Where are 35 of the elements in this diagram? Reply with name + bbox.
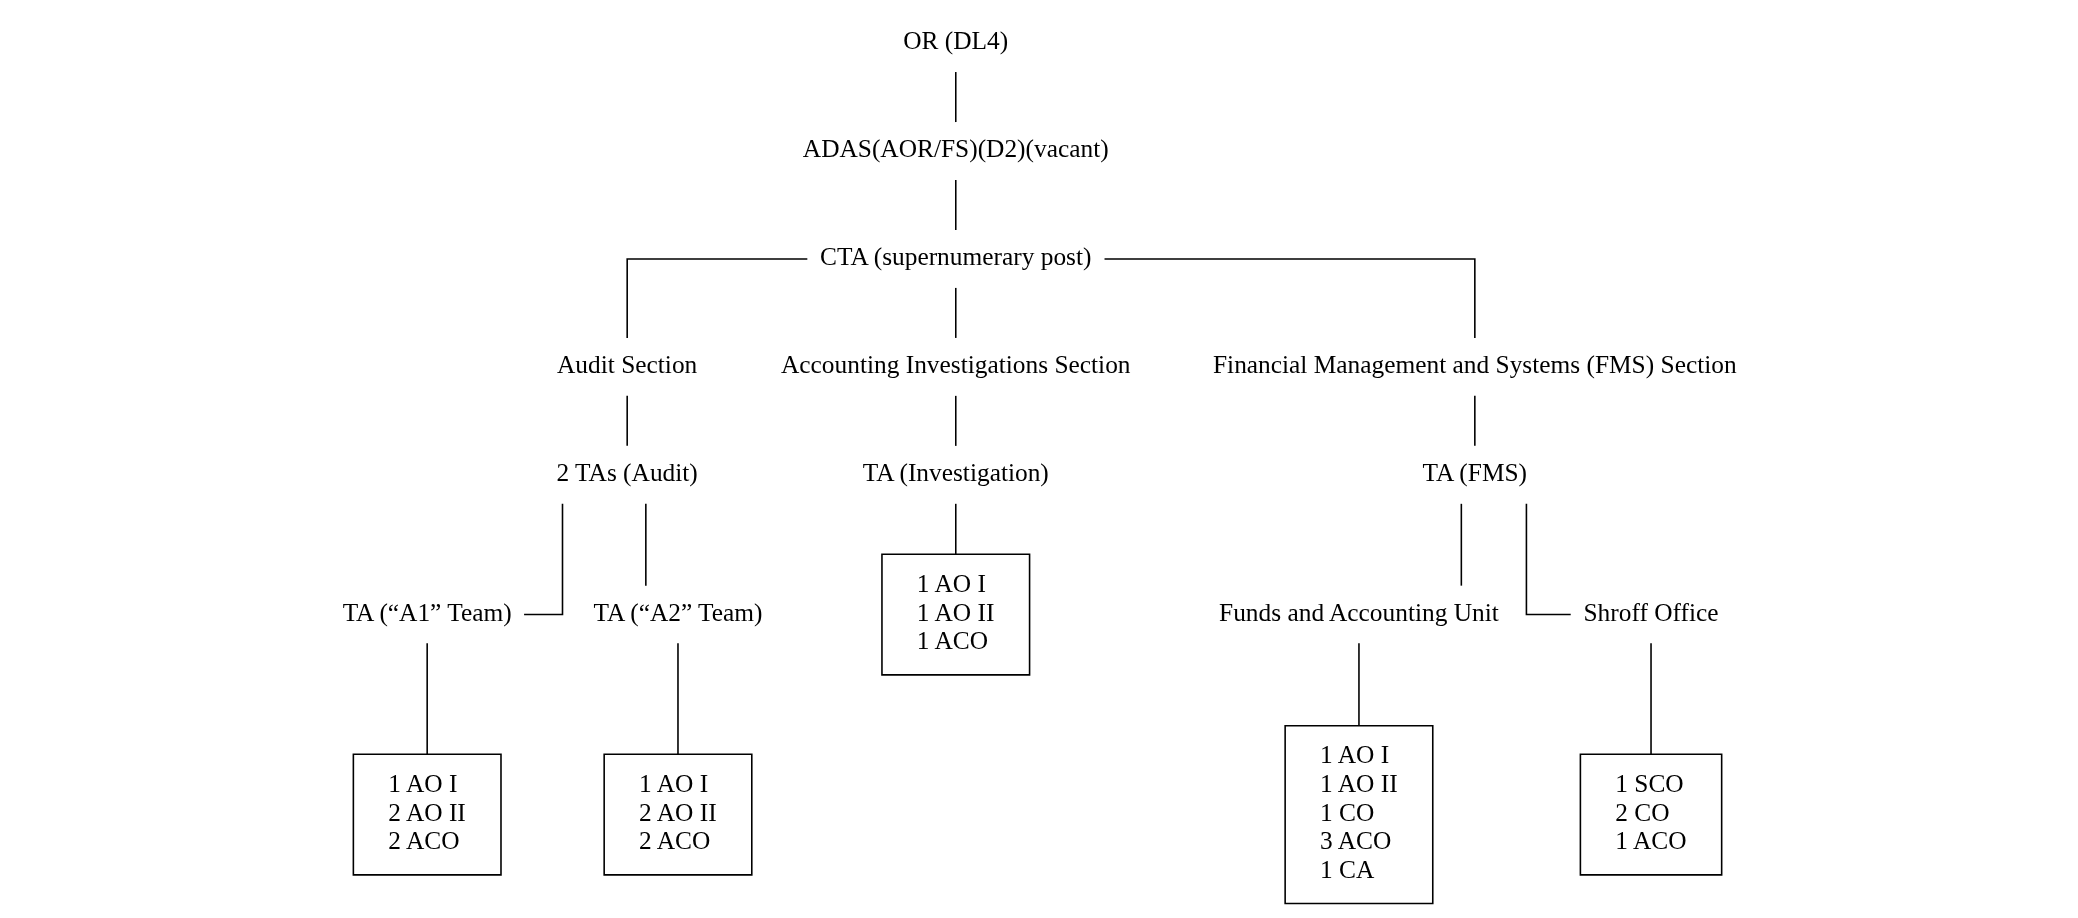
connector xyxy=(954,179,957,231)
node-text: TA (“A2” Team) xyxy=(592,597,763,626)
node-text: ADAS(AOR/FS)(D2)(vacant) xyxy=(802,134,1109,163)
connector xyxy=(1473,395,1476,447)
connector xyxy=(954,71,957,123)
connector xyxy=(522,503,563,616)
node-text: Funds and Accounting Unit xyxy=(1218,597,1499,626)
node-box: 1 AO I 1 AO II 1 CO 3 ACO 1 CA xyxy=(1283,724,1434,905)
node-box: 1 AO I 2 AO II 2 ACO xyxy=(352,753,502,876)
node-text: 2 TAs (Audit) xyxy=(556,457,698,486)
node-text: Shroff Office xyxy=(1582,597,1719,626)
connector xyxy=(625,395,628,447)
connector xyxy=(1103,258,1476,339)
node-text: OR (DL4) xyxy=(902,26,1008,55)
connector xyxy=(676,642,679,755)
connector xyxy=(1357,642,1360,727)
connector xyxy=(954,395,957,447)
node-box: 1 AO I 2 AO II 2 ACO xyxy=(602,753,753,876)
node-text: TA (Investigation) xyxy=(862,457,1049,486)
connector xyxy=(954,287,957,339)
node-text: Accounting Investigations Section xyxy=(780,349,1131,378)
connector xyxy=(1649,642,1652,755)
node-box: 1 SCO 2 CO 1 ACO xyxy=(1579,753,1722,876)
node-text: CTA (supernumerary post) xyxy=(819,242,1091,271)
connector xyxy=(625,258,808,339)
node-text: TA (FMS) xyxy=(1422,457,1527,486)
connector xyxy=(954,503,957,555)
connector xyxy=(1525,503,1571,616)
node-text: Financial Management and Systems (FMS) Section xyxy=(1212,349,1737,378)
node-text: Audit Section xyxy=(556,349,697,378)
connector xyxy=(425,642,428,755)
connector xyxy=(1460,503,1462,587)
connector xyxy=(644,503,647,587)
node-text: TA (“A1” Team) xyxy=(342,597,512,626)
node-box: 1 AO I 1 AO II 1 ACO xyxy=(880,553,1030,676)
